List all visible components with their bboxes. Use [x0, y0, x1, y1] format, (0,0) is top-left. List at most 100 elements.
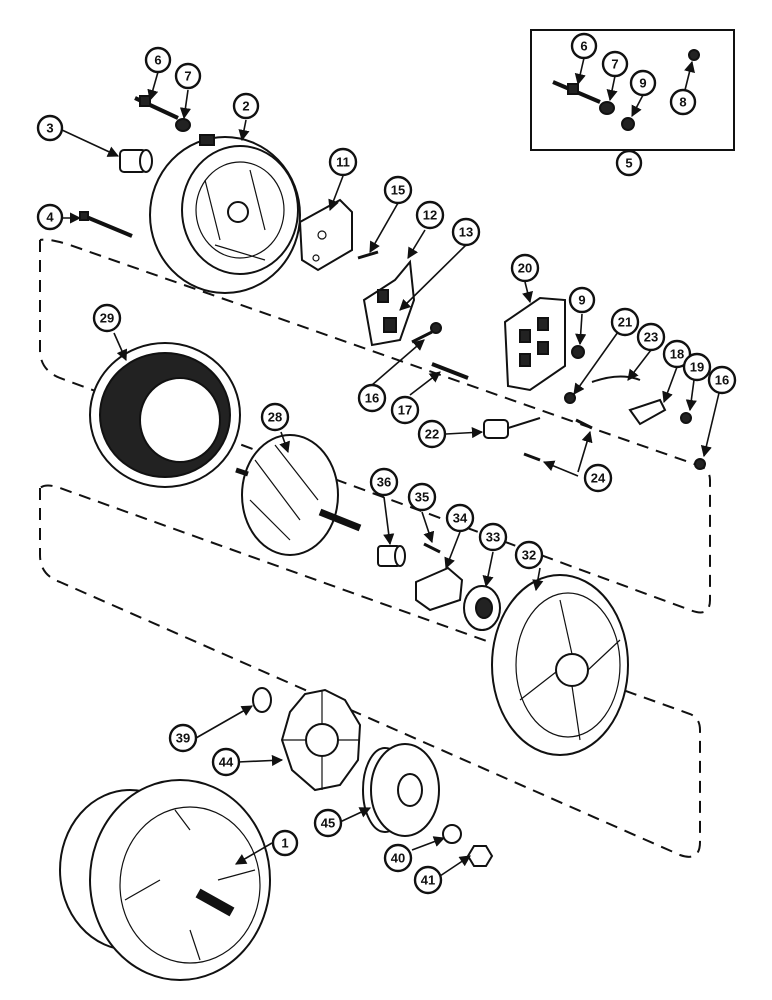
nut-41-part — [466, 845, 494, 867]
callout-40: 40 — [383, 843, 413, 873]
svg-text:3: 3 — [46, 121, 53, 136]
regulator-plate-part — [298, 198, 353, 272]
through-bolt-part — [79, 211, 133, 238]
inset-callout-8: 8 — [669, 88, 697, 116]
callout-24: 24 — [583, 463, 613, 493]
inset-nut-8-part — [688, 49, 700, 61]
svg-text:23: 23 — [644, 330, 658, 345]
svg-text:6: 6 — [154, 53, 161, 68]
callout-18: 18 — [662, 339, 692, 369]
screw-16b-part — [694, 458, 706, 470]
svg-text:15: 15 — [391, 183, 405, 198]
callout-34: 34 — [445, 503, 475, 533]
svg-text:24: 24 — [591, 471, 606, 486]
svg-text:22: 22 — [425, 427, 439, 442]
front-housing-part — [491, 574, 629, 756]
inset-callout-6: 6 — [570, 32, 598, 60]
svg-text:28: 28 — [268, 410, 282, 425]
callout-13: 13 — [451, 217, 481, 247]
stator-part — [89, 342, 241, 488]
svg-text:36: 36 — [377, 475, 391, 490]
retainer-plate-part — [415, 566, 464, 612]
callout-16: 16 — [357, 383, 387, 413]
screw-17-part — [431, 362, 469, 380]
svg-text:19: 19 — [690, 360, 704, 375]
callout-33: 33 — [478, 522, 508, 552]
callout-4: 4 — [36, 203, 64, 231]
svg-text:17: 17 — [398, 403, 412, 418]
callout-6: 6 — [144, 46, 172, 74]
inset-callout-7: 7 — [601, 50, 629, 78]
screw-15-part — [357, 250, 379, 260]
svg-text:33: 33 — [486, 530, 500, 545]
svg-text:18: 18 — [670, 347, 684, 362]
inset-callout-9: 9 — [629, 69, 657, 97]
alternator-assembly-part — [59, 779, 271, 981]
callout-23: 23 — [636, 322, 666, 352]
callout-28: 28 — [260, 402, 290, 432]
callout-17: 17 — [390, 395, 420, 425]
terminal-bolt-part — [134, 95, 179, 120]
callout-45: 45 — [313, 808, 343, 838]
callout-44: 44 — [211, 747, 241, 777]
svg-text:29: 29 — [100, 311, 114, 326]
callout-15: 15 — [383, 175, 413, 205]
nut-19-part — [680, 412, 692, 424]
inset-washer-part — [599, 101, 615, 115]
fan-part — [280, 688, 362, 792]
callout-29: 29 — [92, 303, 122, 333]
svg-text:44: 44 — [219, 755, 234, 770]
bushing-part — [119, 149, 153, 173]
callout-36: 36 — [369, 467, 399, 497]
upper-dashed-guide — [39, 238, 711, 614]
svg-text:7: 7 — [184, 69, 191, 84]
callout-35: 35 — [407, 482, 437, 512]
callout-3: 3 — [36, 114, 64, 142]
callout-32: 32 — [514, 540, 544, 570]
lead-23-part — [591, 375, 641, 383]
rear-housing-part — [149, 134, 301, 294]
svg-text:21: 21 — [618, 315, 632, 330]
inset-nut-part — [621, 117, 635, 131]
svg-text:41: 41 — [421, 873, 435, 888]
screw-24a-part — [575, 418, 593, 430]
svg-text:13: 13 — [459, 225, 473, 240]
svg-text:9: 9 — [578, 293, 585, 308]
screw-16-part — [411, 322, 442, 344]
svg-text:2: 2 — [242, 99, 249, 114]
callout-5: 5 — [615, 149, 643, 177]
screw-35-part — [423, 542, 441, 554]
kit-inset-box — [530, 29, 735, 151]
callout-21: 21 — [610, 307, 640, 337]
callout-9: 9 — [568, 286, 596, 314]
svg-text:35: 35 — [415, 490, 429, 505]
svg-text:9: 9 — [639, 76, 646, 91]
svg-text:20: 20 — [518, 261, 532, 276]
callout-20: 20 — [510, 253, 540, 283]
callout-19: 19 — [682, 352, 712, 382]
svg-text:7: 7 — [611, 57, 618, 72]
svg-text:32: 32 — [522, 548, 536, 563]
callout-41: 41 — [413, 865, 443, 895]
svg-text:8: 8 — [679, 95, 686, 110]
washer-40-part — [442, 824, 462, 844]
screw-24b-part — [523, 452, 541, 462]
svg-text:4: 4 — [46, 210, 54, 225]
callout-22: 22 — [417, 419, 447, 449]
callout-11: 11 — [328, 147, 358, 177]
inset-bolt-part — [552, 80, 601, 104]
svg-text:45: 45 — [321, 816, 335, 831]
svg-text:1: 1 — [281, 836, 288, 851]
bearing-part — [463, 585, 501, 631]
rectifier-part — [503, 296, 566, 392]
capacitor-part — [483, 417, 541, 439]
callout-16b: 16 — [707, 365, 737, 395]
lower-dashed-guide — [39, 484, 701, 858]
terminal-18-part — [628, 398, 667, 426]
svg-text:11: 11 — [336, 155, 350, 170]
callout-39: 39 — [168, 723, 198, 753]
collar-part — [252, 687, 272, 713]
callout-12: 12 — [415, 200, 445, 230]
svg-text:16: 16 — [365, 391, 379, 406]
